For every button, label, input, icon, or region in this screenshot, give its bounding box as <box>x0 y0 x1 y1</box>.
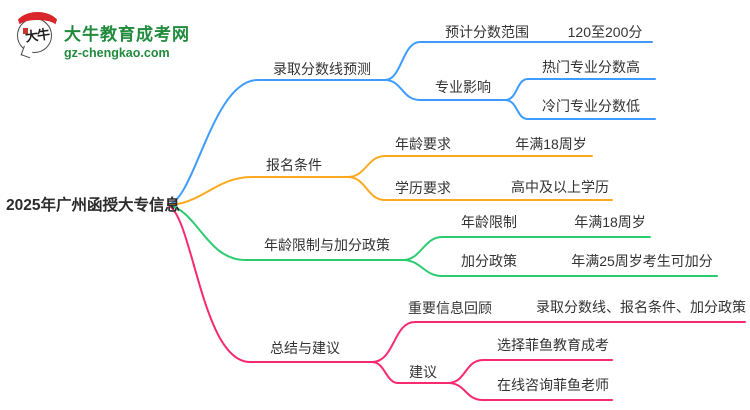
node-key-info-value: 录取分数线、报名条件、加分政策 <box>536 299 746 315</box>
site-logo: 大牛 大牛教育成考网 gz-chengkao.com <box>15 11 190 60</box>
node-education-value: 高中及以上学历 <box>511 179 609 195</box>
node-age-limit-value: 年满18周岁 <box>574 214 646 230</box>
node-age-requirement-value: 年满18周岁 <box>515 136 587 152</box>
root-topic: 2025年广州函授大专信息 <box>6 197 180 214</box>
node-key-info-review: 重要信息回顾 <box>408 300 492 316</box>
logo-red-seal-icon <box>23 28 28 34</box>
branch-lines-summary <box>167 204 746 401</box>
branch-age-limit-bonus-policy: 年龄限制与加分政策 <box>264 237 390 253</box>
node-bonus-policy-value: 年满25周岁考生可加分 <box>571 253 713 269</box>
site-name: 大牛教育成考网 <box>64 25 190 44</box>
branch-summary-suggestions: 总结与建议 <box>270 340 340 356</box>
site-domain: gz-chengkao.com <box>64 46 170 60</box>
logo-bubble: 大牛 <box>15 11 60 59</box>
node-age-limit: 年龄限制 <box>461 214 517 230</box>
node-education-requirement: 学历要求 <box>395 180 451 196</box>
branch-registration-requirements: 报名条件 <box>266 157 322 173</box>
node-expected-score-range: 预计分数范围 <box>445 24 529 40</box>
logo-red-cap-icon <box>15 12 60 42</box>
branch-lines-age-limit-bonus <box>167 204 718 277</box>
branch-score-prediction: 录取分数线预测 <box>273 61 371 77</box>
node-suggestion-consult: 在线咨询菲鱼老师 <box>497 377 609 393</box>
branch-lines-registration <box>167 155 613 206</box>
node-score-range-value: 120至200分 <box>567 24 643 40</box>
node-suggestions: 建议 <box>409 364 437 380</box>
node-popular-major-high: 热门专业分数高 <box>542 59 640 75</box>
node-major-impact: 专业影响 <box>435 79 491 95</box>
node-age-requirement: 年龄要求 <box>395 136 451 152</box>
node-suggestion-feiyu: 选择菲鱼教育成考 <box>497 337 609 353</box>
node-bonus-policy: 加分政策 <box>461 253 517 269</box>
node-unpopular-major-low: 冷门专业分数低 <box>542 98 640 114</box>
branch-lines-score-prediction <box>167 41 656 206</box>
